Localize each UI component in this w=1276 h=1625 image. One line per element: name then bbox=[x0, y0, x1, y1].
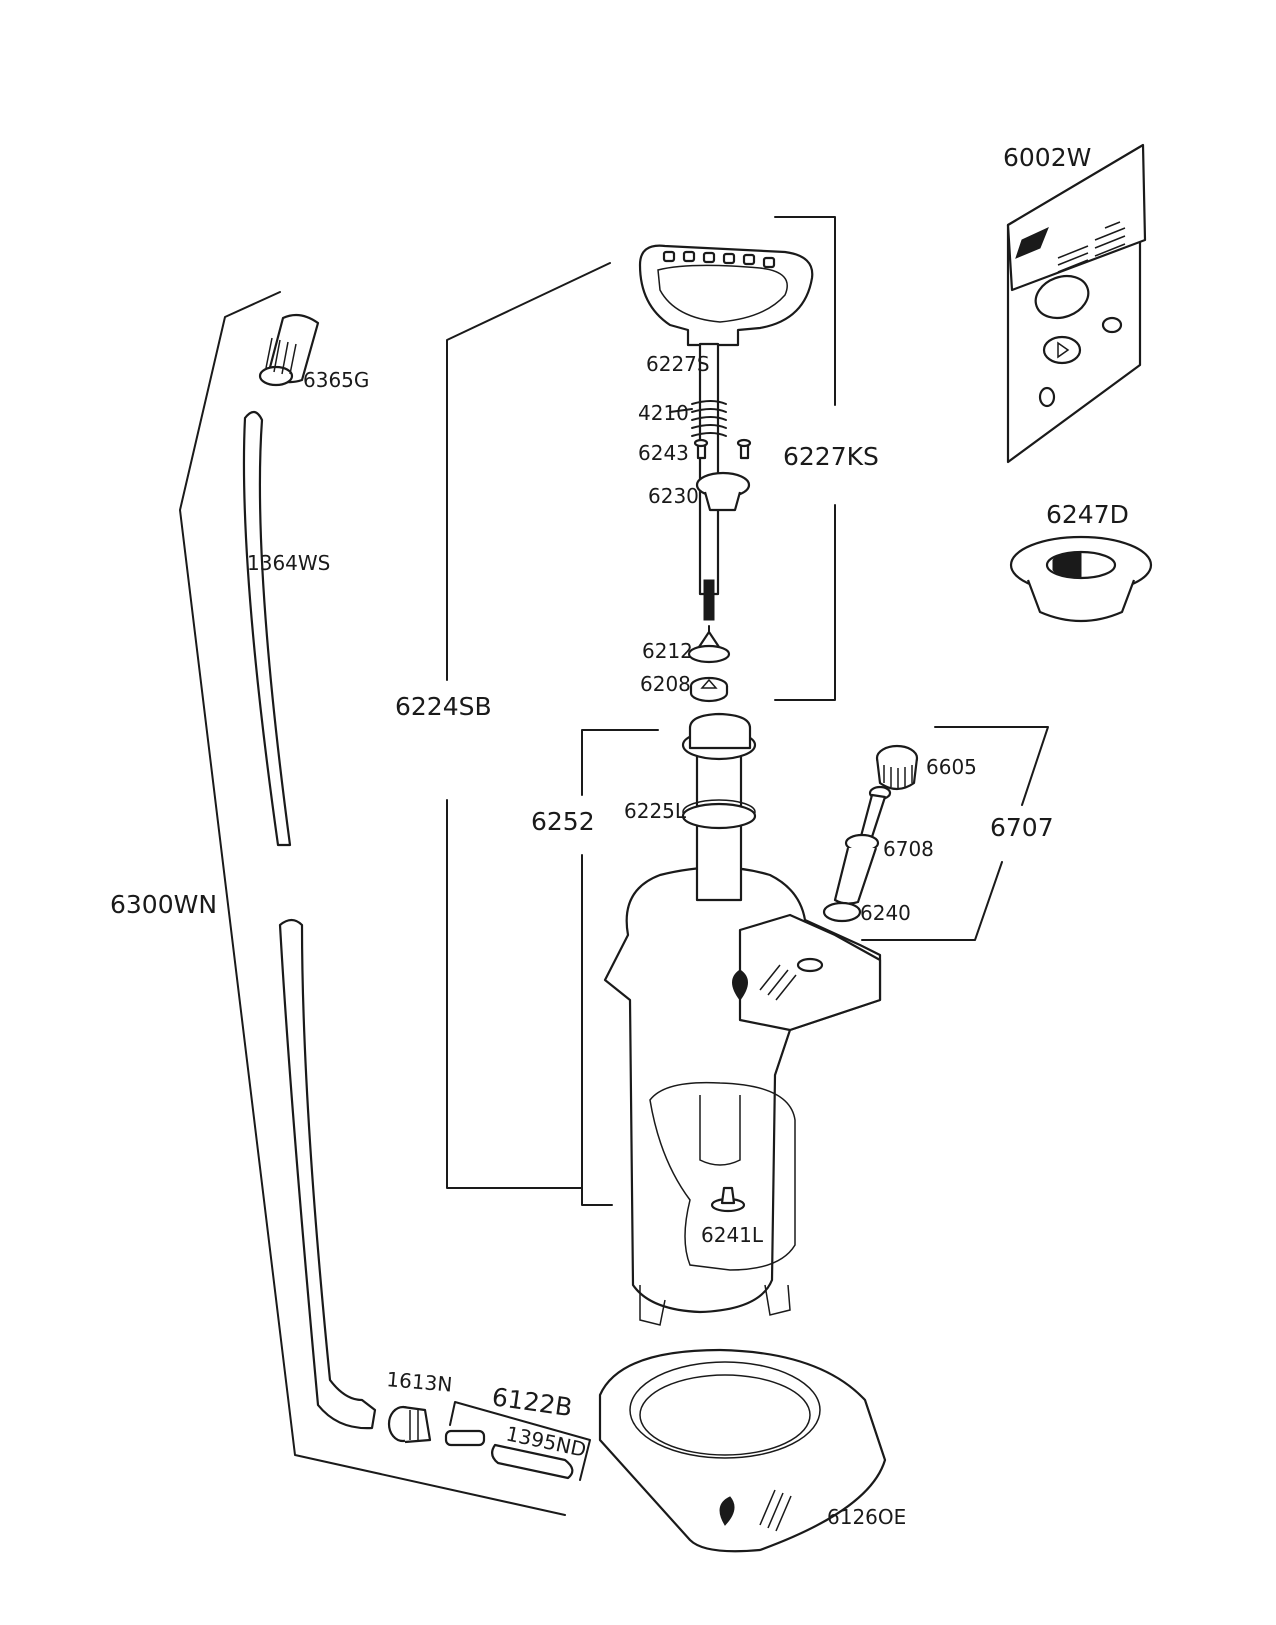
bracket-6227KS bbox=[774, 216, 836, 701]
valve-6708 bbox=[833, 785, 892, 905]
nozzle-tip-1395ND bbox=[491, 1443, 574, 1480]
label-6241L: 6241L bbox=[701, 1223, 764, 1247]
pump-handle bbox=[638, 244, 814, 703]
label-6225L: 6225L bbox=[624, 799, 687, 823]
bracket-6300WN bbox=[179, 291, 566, 1516]
label-6126OE: 6126OE bbox=[827, 1505, 906, 1529]
label-6708: 6708 bbox=[883, 837, 934, 861]
base-6126OE bbox=[598, 1348, 887, 1553]
ring-6247D bbox=[1009, 535, 1153, 623]
bracket-6707 bbox=[861, 726, 1049, 941]
bracket-6252 bbox=[581, 729, 659, 1206]
valve-cap-6605 bbox=[875, 744, 919, 791]
bracket-6122B bbox=[449, 1401, 591, 1481]
o-ring-6240 bbox=[822, 901, 862, 923]
bracket-6224SB bbox=[446, 262, 611, 1201]
label-6365G: 6365G bbox=[303, 368, 369, 392]
label-6243: 6243 bbox=[638, 441, 689, 465]
filter-insert bbox=[444, 1429, 486, 1447]
label-4210: 4210 bbox=[638, 401, 689, 425]
label-6252: 6252 bbox=[531, 807, 595, 836]
label-1613N: 1613N bbox=[386, 1367, 454, 1397]
label-6227S: 6227S bbox=[646, 352, 710, 376]
label-6247D: 6247D bbox=[1046, 500, 1129, 529]
label-6300WN: 6300WN bbox=[110, 890, 217, 919]
nut-1613N bbox=[387, 1405, 432, 1444]
label-6208: 6208 bbox=[640, 672, 691, 696]
o-ring-6225L bbox=[681, 802, 757, 830]
label-6240: 6240 bbox=[860, 901, 911, 925]
label-6224SB: 6224SB bbox=[395, 692, 492, 721]
hose-lower bbox=[278, 918, 377, 1430]
hose-upper-1364WS bbox=[242, 410, 292, 847]
label-1364WS: 1364WS bbox=[247, 551, 330, 575]
label-6212: 6212 bbox=[642, 639, 693, 663]
label-6002W: 6002W bbox=[1003, 143, 1091, 172]
label-6707: 6707 bbox=[990, 813, 1054, 842]
kit-card-6002W bbox=[1006, 143, 1147, 464]
label-6230: 6230 bbox=[648, 484, 699, 508]
label-6227KS: 6227KS bbox=[783, 442, 879, 471]
nozzle-6365G bbox=[258, 313, 320, 387]
label-6605: 6605 bbox=[926, 755, 977, 779]
